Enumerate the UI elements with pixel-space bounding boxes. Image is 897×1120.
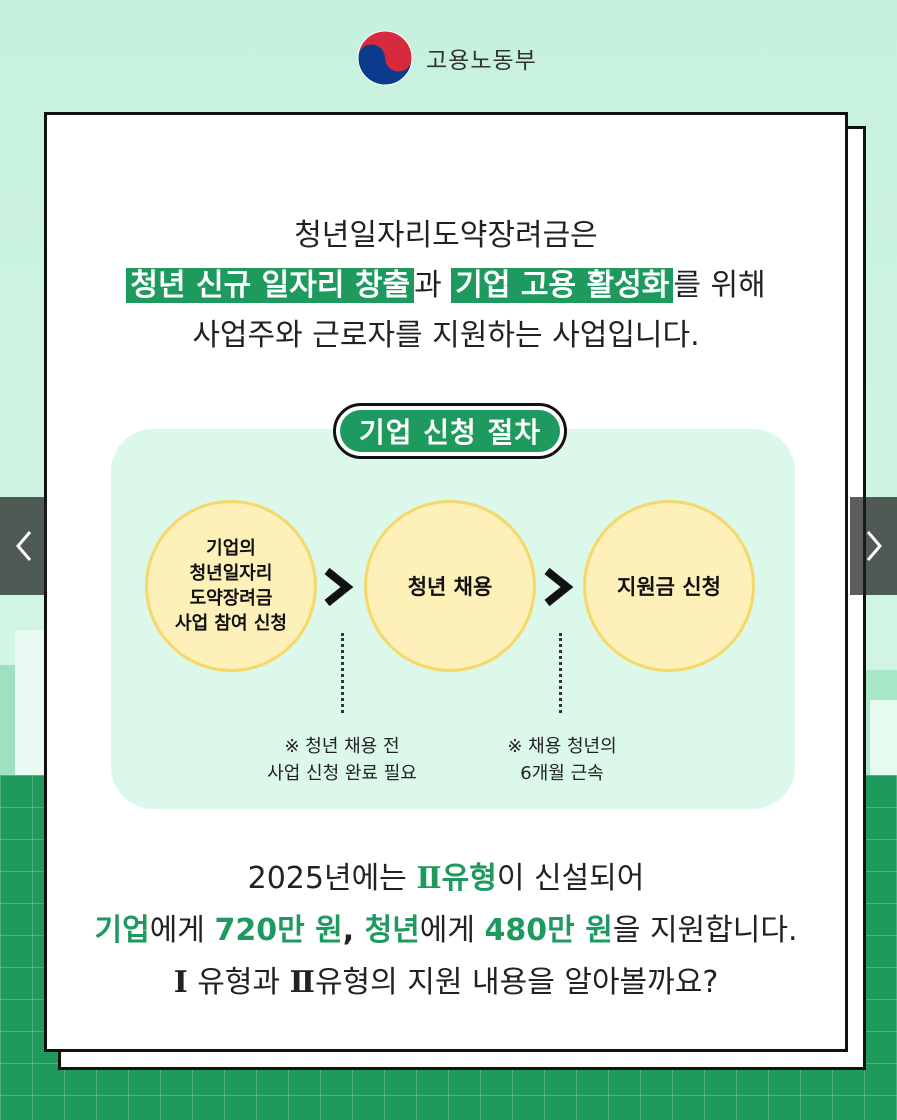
youth-amount: 480만 원 (484, 913, 613, 948)
summary-line-1: 2025년에는 Ⅱ유형이 신설되어 (47, 853, 845, 905)
ministry-logo: 고용노동부 (356, 28, 537, 88)
summary-line-2-end: 을 지원합니다. (612, 913, 798, 948)
note-six-months: ※ 채용 청년의 6개월 근속 (507, 736, 617, 784)
highlight-youth-jobs: 청년 신규 일자리 창출 (126, 268, 415, 303)
text-to: 에게 (149, 913, 215, 948)
building-right-front (870, 700, 897, 780)
highlight-company-employment: 기업 고용 활성화 (451, 268, 674, 303)
summary-line-2: 기업에게 720만 원, 청년에게 480만 원을 지원합니다. (47, 905, 845, 957)
summary-year: 2025년에는 (247, 861, 417, 896)
intro-connector: 과 (414, 268, 452, 303)
next-slide-button[interactable] (850, 497, 897, 595)
dotted-connector (341, 633, 344, 713)
roman-two: Ⅱ (289, 965, 315, 1000)
step-2-circle: 청년 채용 (364, 500, 536, 672)
intro-line-3: 사업주와 근로자를 지원하는 사업입니다. (192, 318, 700, 353)
roman-two: Ⅱ (416, 861, 442, 896)
step-3-circle: 지원금 신청 (583, 500, 755, 672)
ministry-name: 고용노동부 (426, 48, 537, 74)
company-amount: 720만 원 (214, 913, 343, 948)
summary-line-3: Ⅰ 유형과 Ⅱ유형의 지원 내용을 알아볼까요? (47, 957, 845, 1009)
comma: , (342, 913, 365, 948)
step-3-label: 지원금 신청 (617, 575, 721, 599)
dotted-connector (559, 633, 562, 713)
step-2-label: 청년 채용 (407, 575, 493, 599)
prev-slide-button[interactable] (0, 497, 47, 595)
summary-line-3-end: 유형의 지원 내용을 알아볼까요? (314, 965, 719, 1000)
note-before-hiring: ※ 청년 채용 전 사업 신청 완료 필요 (267, 736, 417, 784)
step-1-circle: 기업의 청년일자리 도약장려금 사업 참여 신청 (145, 500, 317, 672)
roman-one: Ⅰ (173, 965, 188, 1000)
summary-text: 2025년에는 Ⅱ유형이 신설되어 기업에게 720만 원, 청년에게 480만… (47, 853, 845, 1009)
company-label: 기업 (94, 913, 150, 948)
chevron-right-icon (544, 567, 574, 607)
intro-line-1: 청년일자리도약장려금은 (294, 218, 598, 253)
taegeuk-emblem-icon (357, 30, 413, 86)
procedure-title: 기업 신청 절차 (358, 416, 542, 449)
summary-line-1-end: 이 신설되어 (496, 861, 645, 896)
chevron-right-icon (866, 531, 882, 561)
youth-label: 청년 (364, 913, 420, 948)
chevron-left-icon (15, 531, 31, 561)
building-left-front (15, 630, 47, 780)
text-to: 에게 (419, 913, 485, 948)
type-and: 유형과 (187, 965, 290, 1000)
step-1-label: 기업의 청년일자리 도약장려금 사업 참여 신청 (175, 538, 287, 634)
intro-line-2-end: 를 위해 (673, 268, 766, 303)
type-label: 유형 (441, 861, 497, 896)
procedure-title-pill: 기업 신청 절차 (333, 403, 567, 459)
chevron-right-icon (324, 567, 354, 607)
